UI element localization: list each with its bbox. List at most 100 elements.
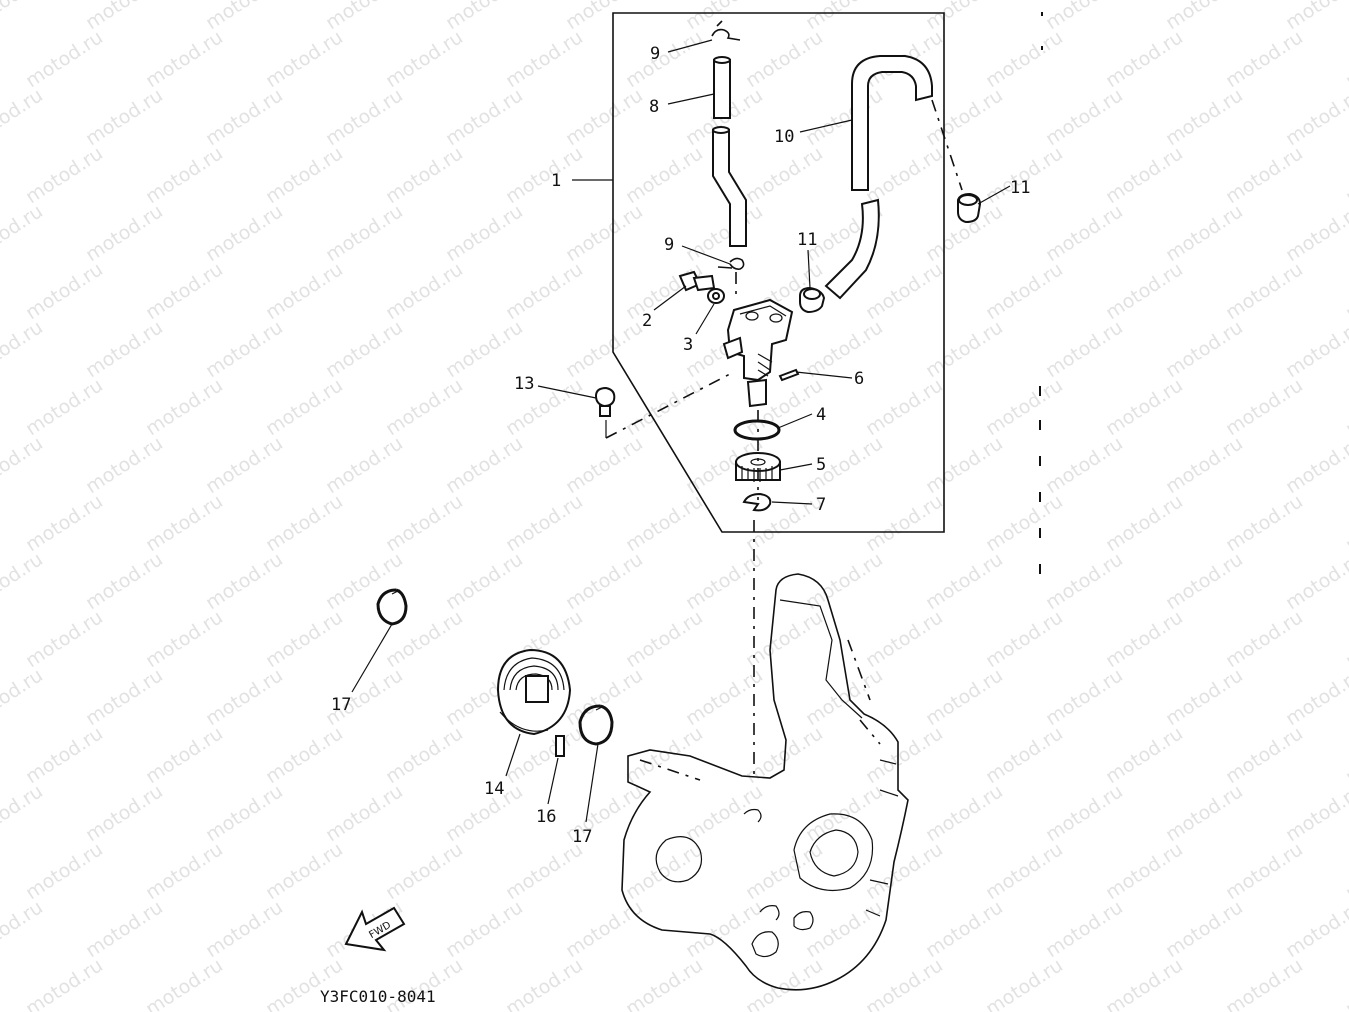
watermark-text: motod.ru <box>1102 142 1187 208</box>
alignment-line-screw <box>605 373 731 439</box>
watermark-text: motod.ru <box>562 316 647 382</box>
watermark-text: motod.ru <box>1042 664 1127 730</box>
watermark-text: motod.ru <box>1102 490 1187 556</box>
watermark-text: motod.ru <box>622 722 707 788</box>
circlip-17-upper-icon <box>376 588 408 626</box>
watermark-text: motod.ru <box>382 374 467 440</box>
watermark-text: motod.ru <box>502 954 587 1012</box>
watermark-text: motod.ru <box>1102 374 1187 440</box>
watermark-text: motod.ru <box>442 316 527 382</box>
watermark-text: motod.ru <box>1162 84 1247 150</box>
watermark-text: motod.ru <box>322 316 407 382</box>
watermark-text: motod.ru <box>1222 838 1307 904</box>
watermark-text: motod.ru <box>202 780 287 846</box>
watermark-text: motod.ru <box>1222 490 1307 556</box>
watermark-text: motod.ru <box>262 606 347 672</box>
watermark-text: motod.ru <box>862 142 947 208</box>
callout-5: 5 <box>816 455 826 475</box>
watermark-text: motod.ru <box>1282 84 1349 150</box>
watermark-text: motod.ru <box>1342 606 1349 672</box>
watermark-text: motod.ru <box>982 490 1067 556</box>
crankcase-cover-icon <box>621 573 909 991</box>
watermark-text: motod.ru <box>682 896 767 962</box>
watermark-text: motod.ru <box>382 722 467 788</box>
watermark-text: motod.ru <box>622 838 707 904</box>
watermark-text: motod.ru <box>1042 316 1127 382</box>
hose-part-10-icon <box>824 55 933 300</box>
watermark-text: motod.ru <box>502 142 587 208</box>
watermark-text: motod.ru <box>1042 200 1127 266</box>
watermark-text: motod.ru <box>1282 548 1349 614</box>
watermark-text: motod.ru <box>982 954 1067 1012</box>
watermark-text: motod.ru <box>262 490 347 556</box>
watermark-text: motod.ru <box>1342 26 1349 92</box>
hose-clip-lower-icon <box>717 257 745 270</box>
watermark-text: motod.ru <box>442 432 527 498</box>
watermark-text: motod.ru <box>82 896 167 962</box>
watermark-text: motod.ru <box>802 780 887 846</box>
watermark-text: motod.ru <box>22 374 107 440</box>
watermark-text: motod.ru <box>982 258 1067 324</box>
watermark-text: motod.ru <box>622 258 707 324</box>
watermark-text: motod.ru <box>1102 954 1187 1012</box>
callout-2: 2 <box>642 311 652 331</box>
watermark-text: motod.ru <box>202 664 287 730</box>
watermark-text: motod.ru <box>0 200 47 266</box>
watermark-text: motod.ru <box>742 838 827 904</box>
watermark-text: motod.ru <box>202 896 287 962</box>
watermark-text: motod.ru <box>262 374 347 440</box>
watermark-text: motod.ru <box>262 838 347 904</box>
watermark-text: motod.ru <box>262 142 347 208</box>
watermark-text: motod.ru <box>382 26 467 92</box>
hose-clip-top-icon <box>711 20 741 41</box>
watermark-text: motod.ru <box>562 432 647 498</box>
watermark-text: motod.ru <box>262 722 347 788</box>
watermark-text: motod.ru <box>0 0 47 34</box>
watermark-text: motod.ru <box>1282 780 1349 846</box>
watermark-text: motod.ru <box>682 200 767 266</box>
callout-6: 6 <box>854 369 864 389</box>
watermark-text: motod.ru <box>1342 374 1349 440</box>
watermark-text: motod.ru <box>922 664 1007 730</box>
o-ring-icon <box>733 419 781 441</box>
watermark-text: motod.ru <box>262 26 347 92</box>
watermark-text: motod.ru <box>1162 896 1247 962</box>
watermark-text: motod.ru <box>1342 258 1349 324</box>
callout-16: 16 <box>536 807 556 827</box>
watermark-text: motod.ru <box>142 374 227 440</box>
watermark-text: motod.ru <box>502 26 587 92</box>
callout-4: 4 <box>816 405 826 425</box>
edge-tick-marks <box>1039 12 1043 574</box>
watermark-text: motod.ru <box>1162 664 1247 730</box>
callout-3: 3 <box>683 335 693 355</box>
watermark-text: motod.ru <box>502 490 587 556</box>
watermark-text: motod.ru <box>202 84 287 150</box>
watermark-text: motod.ru <box>562 84 647 150</box>
callout-1: 1 <box>551 171 561 191</box>
assembly-frame <box>612 12 945 533</box>
watermark-text: motod.ru <box>1282 896 1349 962</box>
watermark-text: motod.ru <box>562 200 647 266</box>
watermark-text: motod.ru <box>322 200 407 266</box>
callout-14: 14 <box>484 779 504 799</box>
watermark-text: motod.ru <box>1282 316 1349 382</box>
watermark-text: motod.ru <box>322 84 407 150</box>
circlip-icon <box>742 492 772 512</box>
callout-9-top: 9 <box>650 44 660 64</box>
watermark-text: motod.ru <box>622 954 707 1012</box>
watermark-text: motod.ru <box>82 316 167 382</box>
watermark-text: motod.ru <box>262 258 347 324</box>
watermark-text: motod.ru <box>622 490 707 556</box>
bolt-icon <box>678 270 716 292</box>
watermark-text: motod.ru <box>1162 316 1247 382</box>
watermark-text: motod.ru <box>22 490 107 556</box>
watermark-text: motod.ru <box>322 432 407 498</box>
watermark-text: motod.ru <box>622 606 707 672</box>
watermark-text: motod.ru <box>502 258 587 324</box>
watermark-text: motod.ru <box>1222 258 1307 324</box>
watermark-text: motod.ru <box>1222 26 1307 92</box>
watermark-text: motod.ru <box>382 838 467 904</box>
watermark-text: motod.ru <box>982 722 1067 788</box>
watermark-text: motod.ru <box>1162 548 1247 614</box>
